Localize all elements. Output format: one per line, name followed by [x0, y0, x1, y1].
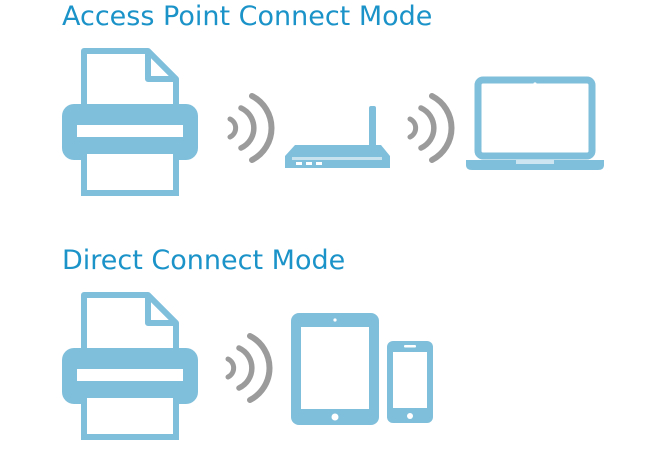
- tablet-icon: [291, 313, 379, 425]
- wifi-waves-icon: [410, 96, 452, 160]
- wifi-waves-icon: [228, 336, 270, 400]
- printer-icon: [62, 295, 198, 437]
- access-point-mode-heading: Access Point Connect Mode: [62, 1, 433, 32]
- router-icon: [285, 106, 390, 168]
- wifi-waves-icon: [230, 96, 272, 160]
- direct-connect-mode-heading: Direct Connect Mode: [62, 245, 346, 276]
- printer-icon: [62, 51, 198, 193]
- phone-icon: [387, 341, 433, 423]
- laptop-icon: [466, 76, 604, 170]
